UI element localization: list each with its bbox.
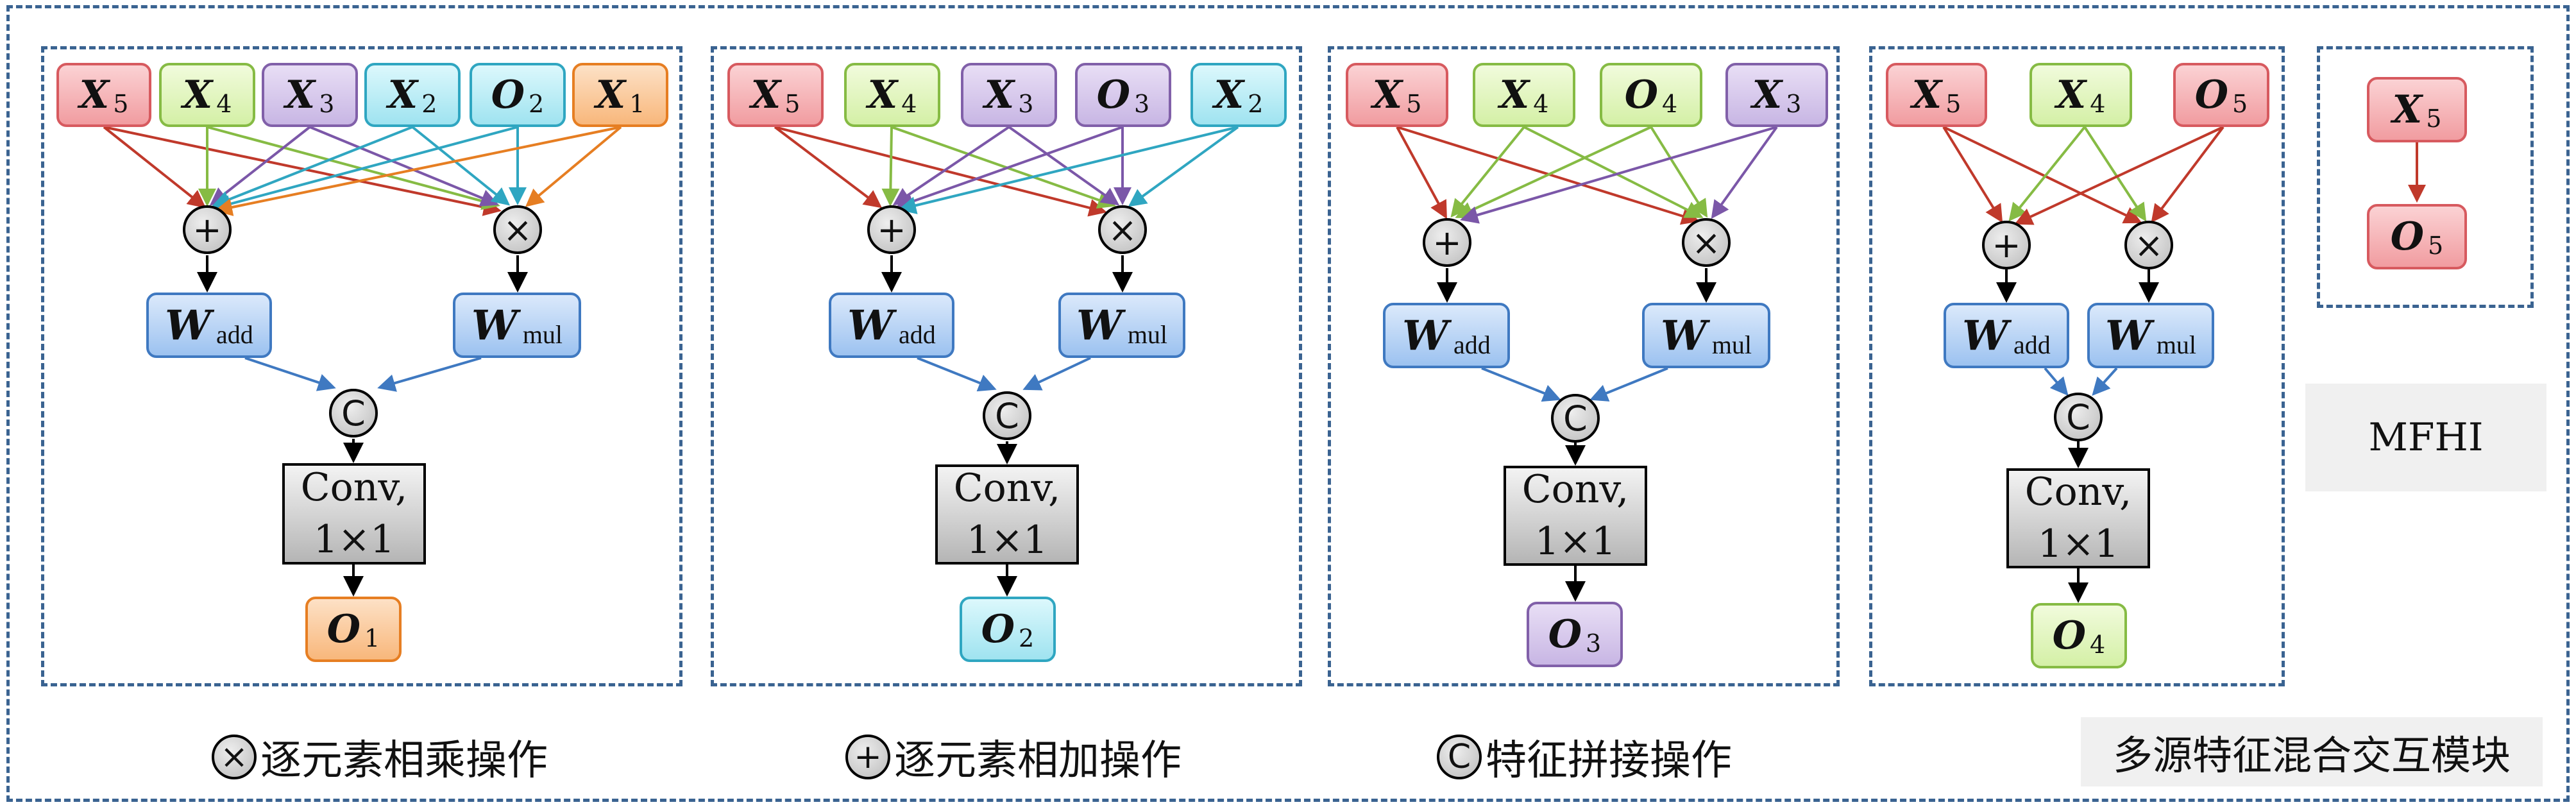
mfhi-label: MFHI <box>2305 384 2546 491</box>
panel-1-frame <box>41 46 682 686</box>
legend-mul-text: 逐元素相乘操作 <box>260 737 548 785</box>
legend-concat: C 特征拼接操作 <box>1437 727 1732 786</box>
p4-conv-block: Conv,1×1 <box>2006 468 2150 568</box>
legend-mul: × 逐元素相乘操作 <box>212 727 548 786</box>
legend-add-text: 逐元素相加操作 <box>894 737 1182 785</box>
p4-mul-op-icon: × <box>2124 221 2173 269</box>
panel-2-frame <box>711 46 1302 686</box>
add-op-icon: + <box>845 735 890 779</box>
p2-add-op-icon: + <box>867 205 916 254</box>
p2-mul-op-icon: × <box>1098 205 1147 254</box>
p2-conv-block: Conv,1×1 <box>935 464 1079 565</box>
p3-add-op-icon: + <box>1423 218 1471 267</box>
p3-mul-op-icon: × <box>1682 218 1731 267</box>
p1-concat-op-icon: C <box>329 389 378 437</box>
p4-add-op-icon: + <box>1982 221 2031 269</box>
legend-concat-text: 特征拼接操作 <box>1486 737 1732 785</box>
p2-concat-op-icon: C <box>983 391 1031 440</box>
p1-conv-block: Conv,1×1 <box>282 463 426 565</box>
p1-add-op-icon: + <box>183 205 232 254</box>
panel-4-frame <box>1869 46 2285 686</box>
p3-conv-block: Conv,1×1 <box>1504 466 1647 566</box>
p3-concat-op-icon: C <box>1551 394 1600 443</box>
mul-op-icon: × <box>212 735 257 779</box>
concat-op-icon: C <box>1437 735 1482 779</box>
module-name-label: 多源特征混合交互模块 <box>2081 717 2543 786</box>
legend-add: + 逐元素相加操作 <box>845 727 1182 786</box>
panel-3-frame <box>1328 46 1840 686</box>
outer-frame <box>6 5 2570 802</box>
p4-concat-op-icon: C <box>2054 393 2103 441</box>
p1-mul-op-icon: × <box>493 205 542 254</box>
panel-5-frame <box>2317 46 2534 308</box>
